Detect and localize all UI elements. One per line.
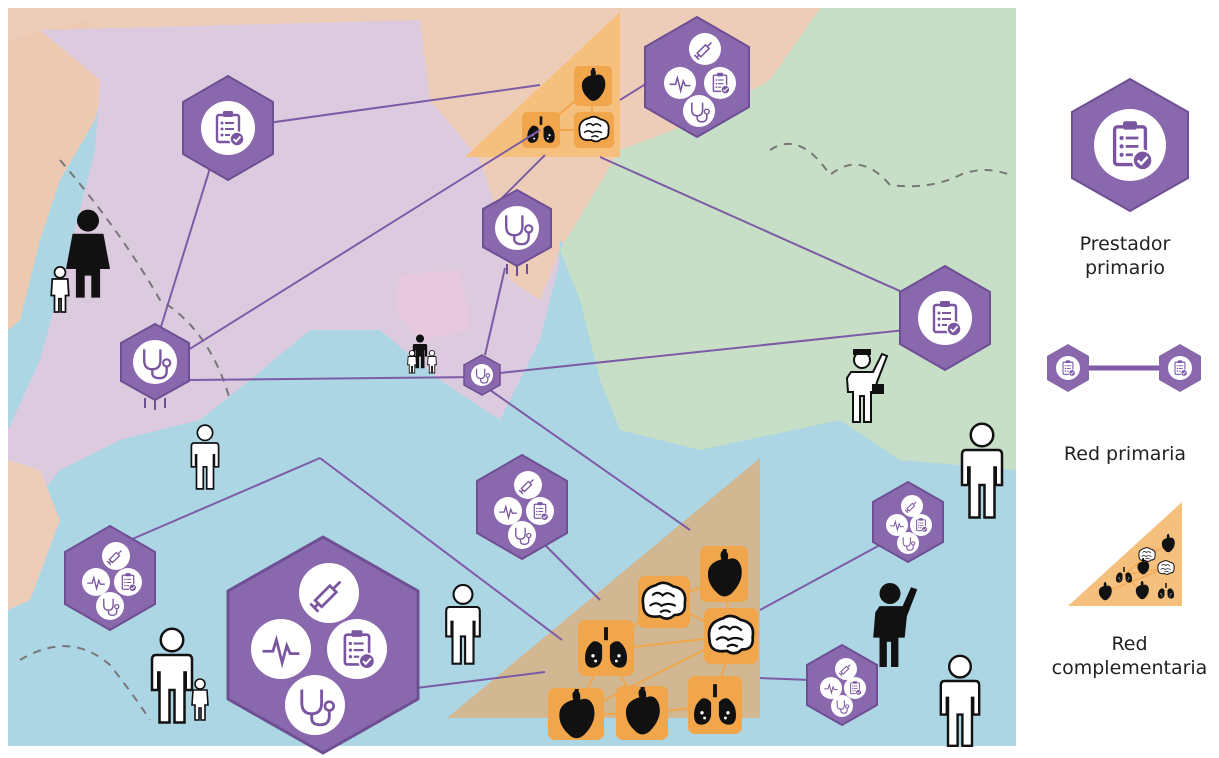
services-hex-large (226, 535, 420, 755)
complementary-network-main (447, 458, 760, 740)
services-hex-west (64, 524, 156, 632)
services-hex-east (872, 480, 944, 564)
specialist-hex-west (120, 322, 190, 410)
specialist-hex-small (463, 354, 501, 396)
brain-icon (578, 115, 610, 143)
services-hex-center (476, 453, 568, 561)
primary-provider-hex-nw (182, 75, 274, 181)
legend-primary-network-symbol (1047, 344, 1201, 392)
legend-label-primary-network: Red primaria (1063, 443, 1187, 465)
legend-primary-provider-symbol (1071, 77, 1189, 213)
region-salmon-sw (8, 460, 60, 610)
legend-complementary-network-symbol (1068, 502, 1182, 606)
network-connections (129, 74, 921, 691)
region-pink (395, 270, 470, 340)
brain-icon (641, 581, 687, 620)
region-tan-west (8, 20, 110, 330)
services-hex-top (644, 15, 750, 139)
specialist-hex-center (482, 188, 552, 276)
brain-icon (707, 614, 755, 655)
legend (1047, 77, 1201, 606)
complementary-network-top (465, 12, 620, 157)
services-hex-southeast (806, 643, 878, 727)
primary-provider-hex-east (899, 264, 991, 372)
